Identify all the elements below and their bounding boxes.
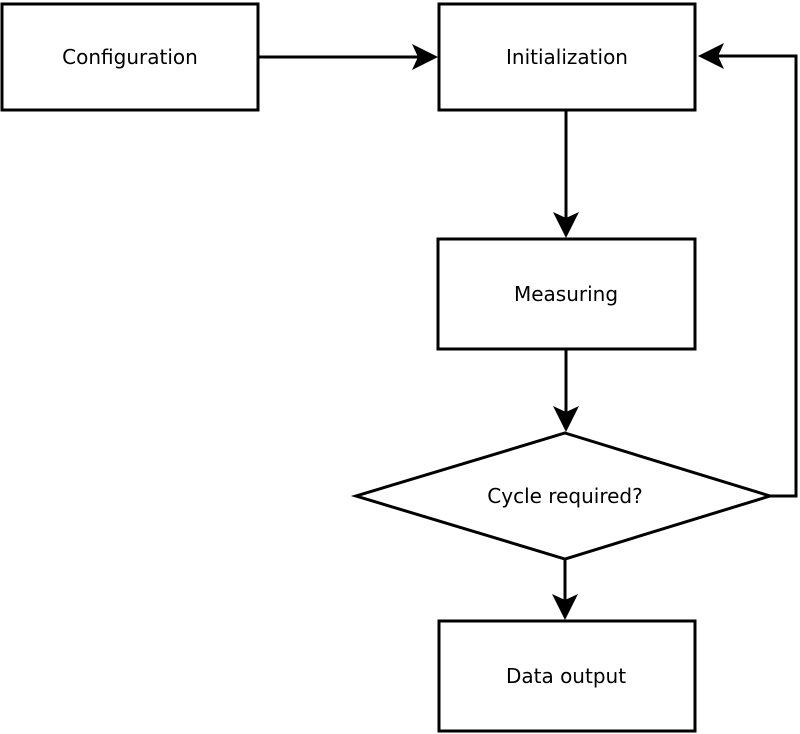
node-measuring-label: Measuring: [514, 282, 618, 306]
arrowhead-down-icon: [553, 406, 579, 432]
node-data-output: Data output: [437, 619, 697, 733]
edge-initialization-measuring: [553, 110, 579, 238]
edge-configuration-initialization: [258, 44, 438, 70]
node-cycle-required-diamond: [350, 431, 776, 561]
node-cycle-required: Cycle required?: [350, 431, 776, 561]
node-measuring-box: [436, 237, 697, 351]
node-initialization-label: Initialization: [506, 45, 628, 69]
arrowhead-down-icon: [553, 212, 579, 238]
arrowhead-right-icon: [412, 44, 438, 70]
edge-line-cycle-required-initialization: [718, 54, 798, 498]
node-data-output-box: [437, 619, 697, 733]
node-initialization-box: [437, 2, 697, 112]
node-cycle-required-label: Cycle required?: [487, 484, 642, 508]
edge-cycle-required-initialization-loop: [698, 43, 798, 498]
node-configuration-label: Configuration: [62, 45, 198, 69]
node-configuration-box: [0, 2, 260, 112]
edge-measuring-cycle-required: [553, 349, 579, 432]
node-data-output-label: Data output: [506, 664, 626, 688]
arrowhead-down-icon: [552, 594, 578, 620]
node-configuration: Configuration: [0, 2, 260, 112]
node-initialization: Initialization: [437, 2, 697, 112]
node-measuring: Measuring: [436, 237, 697, 351]
arrowhead-left-icon: [698, 43, 724, 69]
edge-cycle-required-data-output: [552, 559, 578, 620]
